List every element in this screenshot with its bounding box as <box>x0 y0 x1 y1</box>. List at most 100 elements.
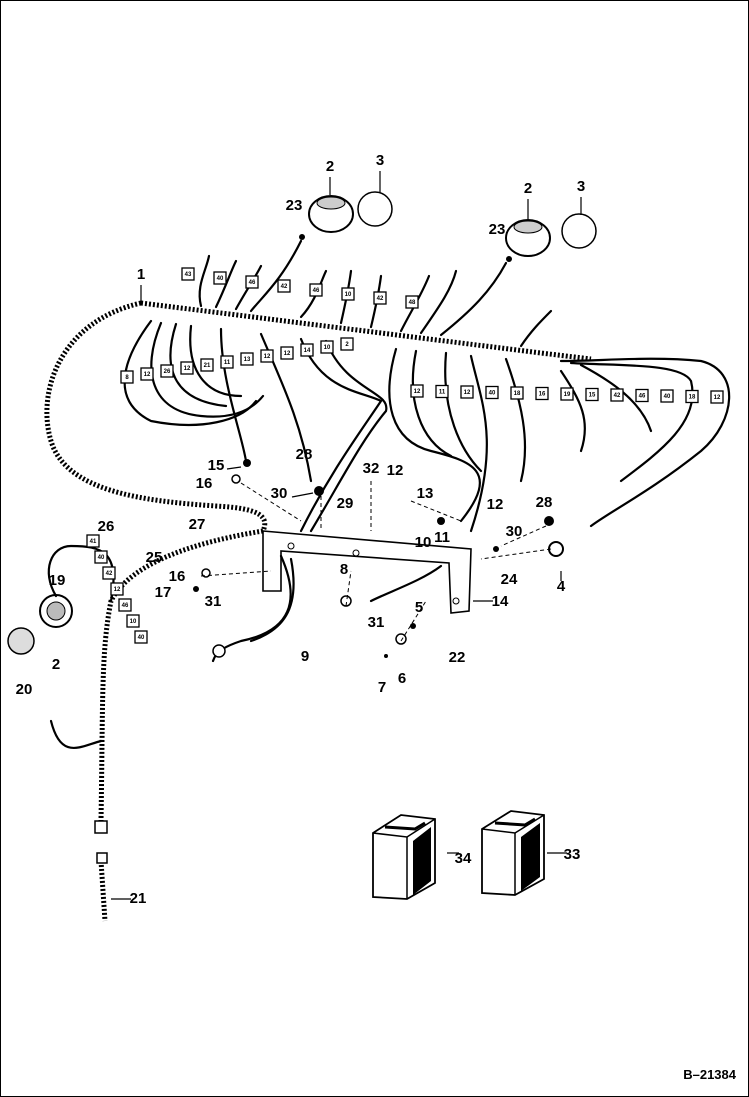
wire-tag-label: 40 <box>489 391 496 397</box>
callout-23: 23 <box>286 197 303 214</box>
connector-box-33 <box>481 810 545 896</box>
wire-tag-label: 12 <box>184 366 191 372</box>
wire-tag: 40 <box>213 271 227 285</box>
wire-tag: 46 <box>635 388 649 403</box>
callout-23: 23 <box>489 221 506 238</box>
work-light-right <box>505 213 597 262</box>
wire-tag: 42 <box>277 279 291 293</box>
wire-tag-label: 10 <box>324 345 331 351</box>
right-hanging-wires <box>388 347 731 533</box>
wire-tag-label: 21 <box>204 363 211 369</box>
wire-tag-label: 19 <box>564 392 571 398</box>
callout-28: 28 <box>296 446 313 463</box>
wire-tag-label: 12 <box>114 587 121 593</box>
left-hanging-wires <box>123 319 388 533</box>
wire-tag-label: 40 <box>138 635 145 641</box>
wire-tag-label: 46 <box>639 394 646 400</box>
wire-tag: 11 <box>435 384 449 399</box>
callout-13: 13 <box>417 485 434 502</box>
callout-30: 30 <box>506 523 523 540</box>
wire-tag-label: 2 <box>345 342 349 348</box>
wire-tag: 46 <box>118 598 132 612</box>
main-harness-loom <box>44 300 268 533</box>
callout-15: 15 <box>208 457 225 474</box>
callout-3: 3 <box>376 152 384 169</box>
callout-24: 24 <box>501 571 518 588</box>
wire-tag-label: 18 <box>514 391 521 397</box>
wire-tag: 16 <box>535 386 549 401</box>
wire-tag: 46 <box>309 283 323 297</box>
wire-tag: 14 <box>300 343 314 357</box>
wire-tag-label: 12 <box>714 395 721 401</box>
rear-cable <box>49 719 108 864</box>
callout-31: 31 <box>205 593 222 610</box>
leader-lines <box>111 171 582 900</box>
wire-tag: 12 <box>140 367 154 381</box>
wire-tag-label: 11 <box>224 360 231 366</box>
wire-tag-label: 46 <box>122 603 129 609</box>
wire-tag-label: 46 <box>249 280 256 286</box>
hardware <box>193 459 564 658</box>
tail-light <box>7 544 115 655</box>
wire-tag: 10 <box>126 614 140 628</box>
wire-tag-label: 43 <box>185 272 192 278</box>
callout-31: 31 <box>368 614 385 631</box>
wire-tag-label: 13 <box>244 357 251 363</box>
drawing-number: B–21384 <box>683 1067 736 1082</box>
callout-1: 1 <box>137 266 145 283</box>
callout-32: 32 <box>363 460 380 477</box>
wire-tag-label: 12 <box>414 389 421 395</box>
wire-tag: 13 <box>240 352 254 366</box>
callout-3: 3 <box>577 178 585 195</box>
wire-tag: 12 <box>280 346 294 360</box>
wire-tag: 12 <box>180 361 194 375</box>
harness-drop-rear <box>98 860 108 922</box>
callout-4: 4 <box>557 578 566 595</box>
wire-tag: 12 <box>110 582 124 596</box>
wire-tag: 15 <box>585 387 599 402</box>
wire-tag-label: 40 <box>664 394 671 400</box>
wire-tag-label: 42 <box>614 393 621 399</box>
wire-tag: 11 <box>220 355 234 369</box>
wire-tag: 42 <box>610 388 624 402</box>
callout-5: 5 <box>415 599 423 616</box>
callout-20: 20 <box>16 681 33 698</box>
wire-tag-label: 12 <box>144 372 151 378</box>
callout-34: 34 <box>455 850 472 867</box>
wire-tag-label: 42 <box>106 571 113 577</box>
wire-tag: 40 <box>660 389 674 403</box>
callout-14: 14 <box>492 593 509 610</box>
callout-2: 2 <box>326 158 334 175</box>
wire-tag-label: 10 <box>130 619 137 625</box>
wire-tag-label: 15 <box>589 393 596 399</box>
wire-tag-label: 12 <box>284 351 291 357</box>
wire-tag: 46 <box>245 275 259 289</box>
mounting-bracket <box>211 530 472 663</box>
callout-9: 9 <box>301 648 309 665</box>
wire-tag-label: 12 <box>464 390 471 396</box>
wire-tag-label: 26 <box>164 369 171 375</box>
callout-16: 16 <box>196 475 213 492</box>
callout-19: 19 <box>49 572 66 589</box>
callout-6: 6 <box>398 670 406 687</box>
wire-tag-label: 12 <box>264 354 271 360</box>
wire-tag: 10 <box>320 340 334 354</box>
callout-7: 7 <box>378 679 386 696</box>
callout-25: 25 <box>146 549 163 566</box>
wire-tag-label: 42 <box>377 296 384 302</box>
wire-tag: 41 <box>86 534 100 548</box>
wire-tag: 42 <box>102 566 116 580</box>
wire-tag: 48 <box>405 295 419 309</box>
wire-tag-label: 40 <box>98 555 105 561</box>
callout-12: 12 <box>387 462 404 479</box>
wire-tag: 40 <box>134 630 148 644</box>
main-harness-loom-top <box>140 300 592 362</box>
callout-28: 28 <box>536 494 553 511</box>
wire-tag: 42 <box>373 291 387 305</box>
wire-tag: 2 <box>340 337 354 351</box>
callout-16: 16 <box>169 568 186 585</box>
